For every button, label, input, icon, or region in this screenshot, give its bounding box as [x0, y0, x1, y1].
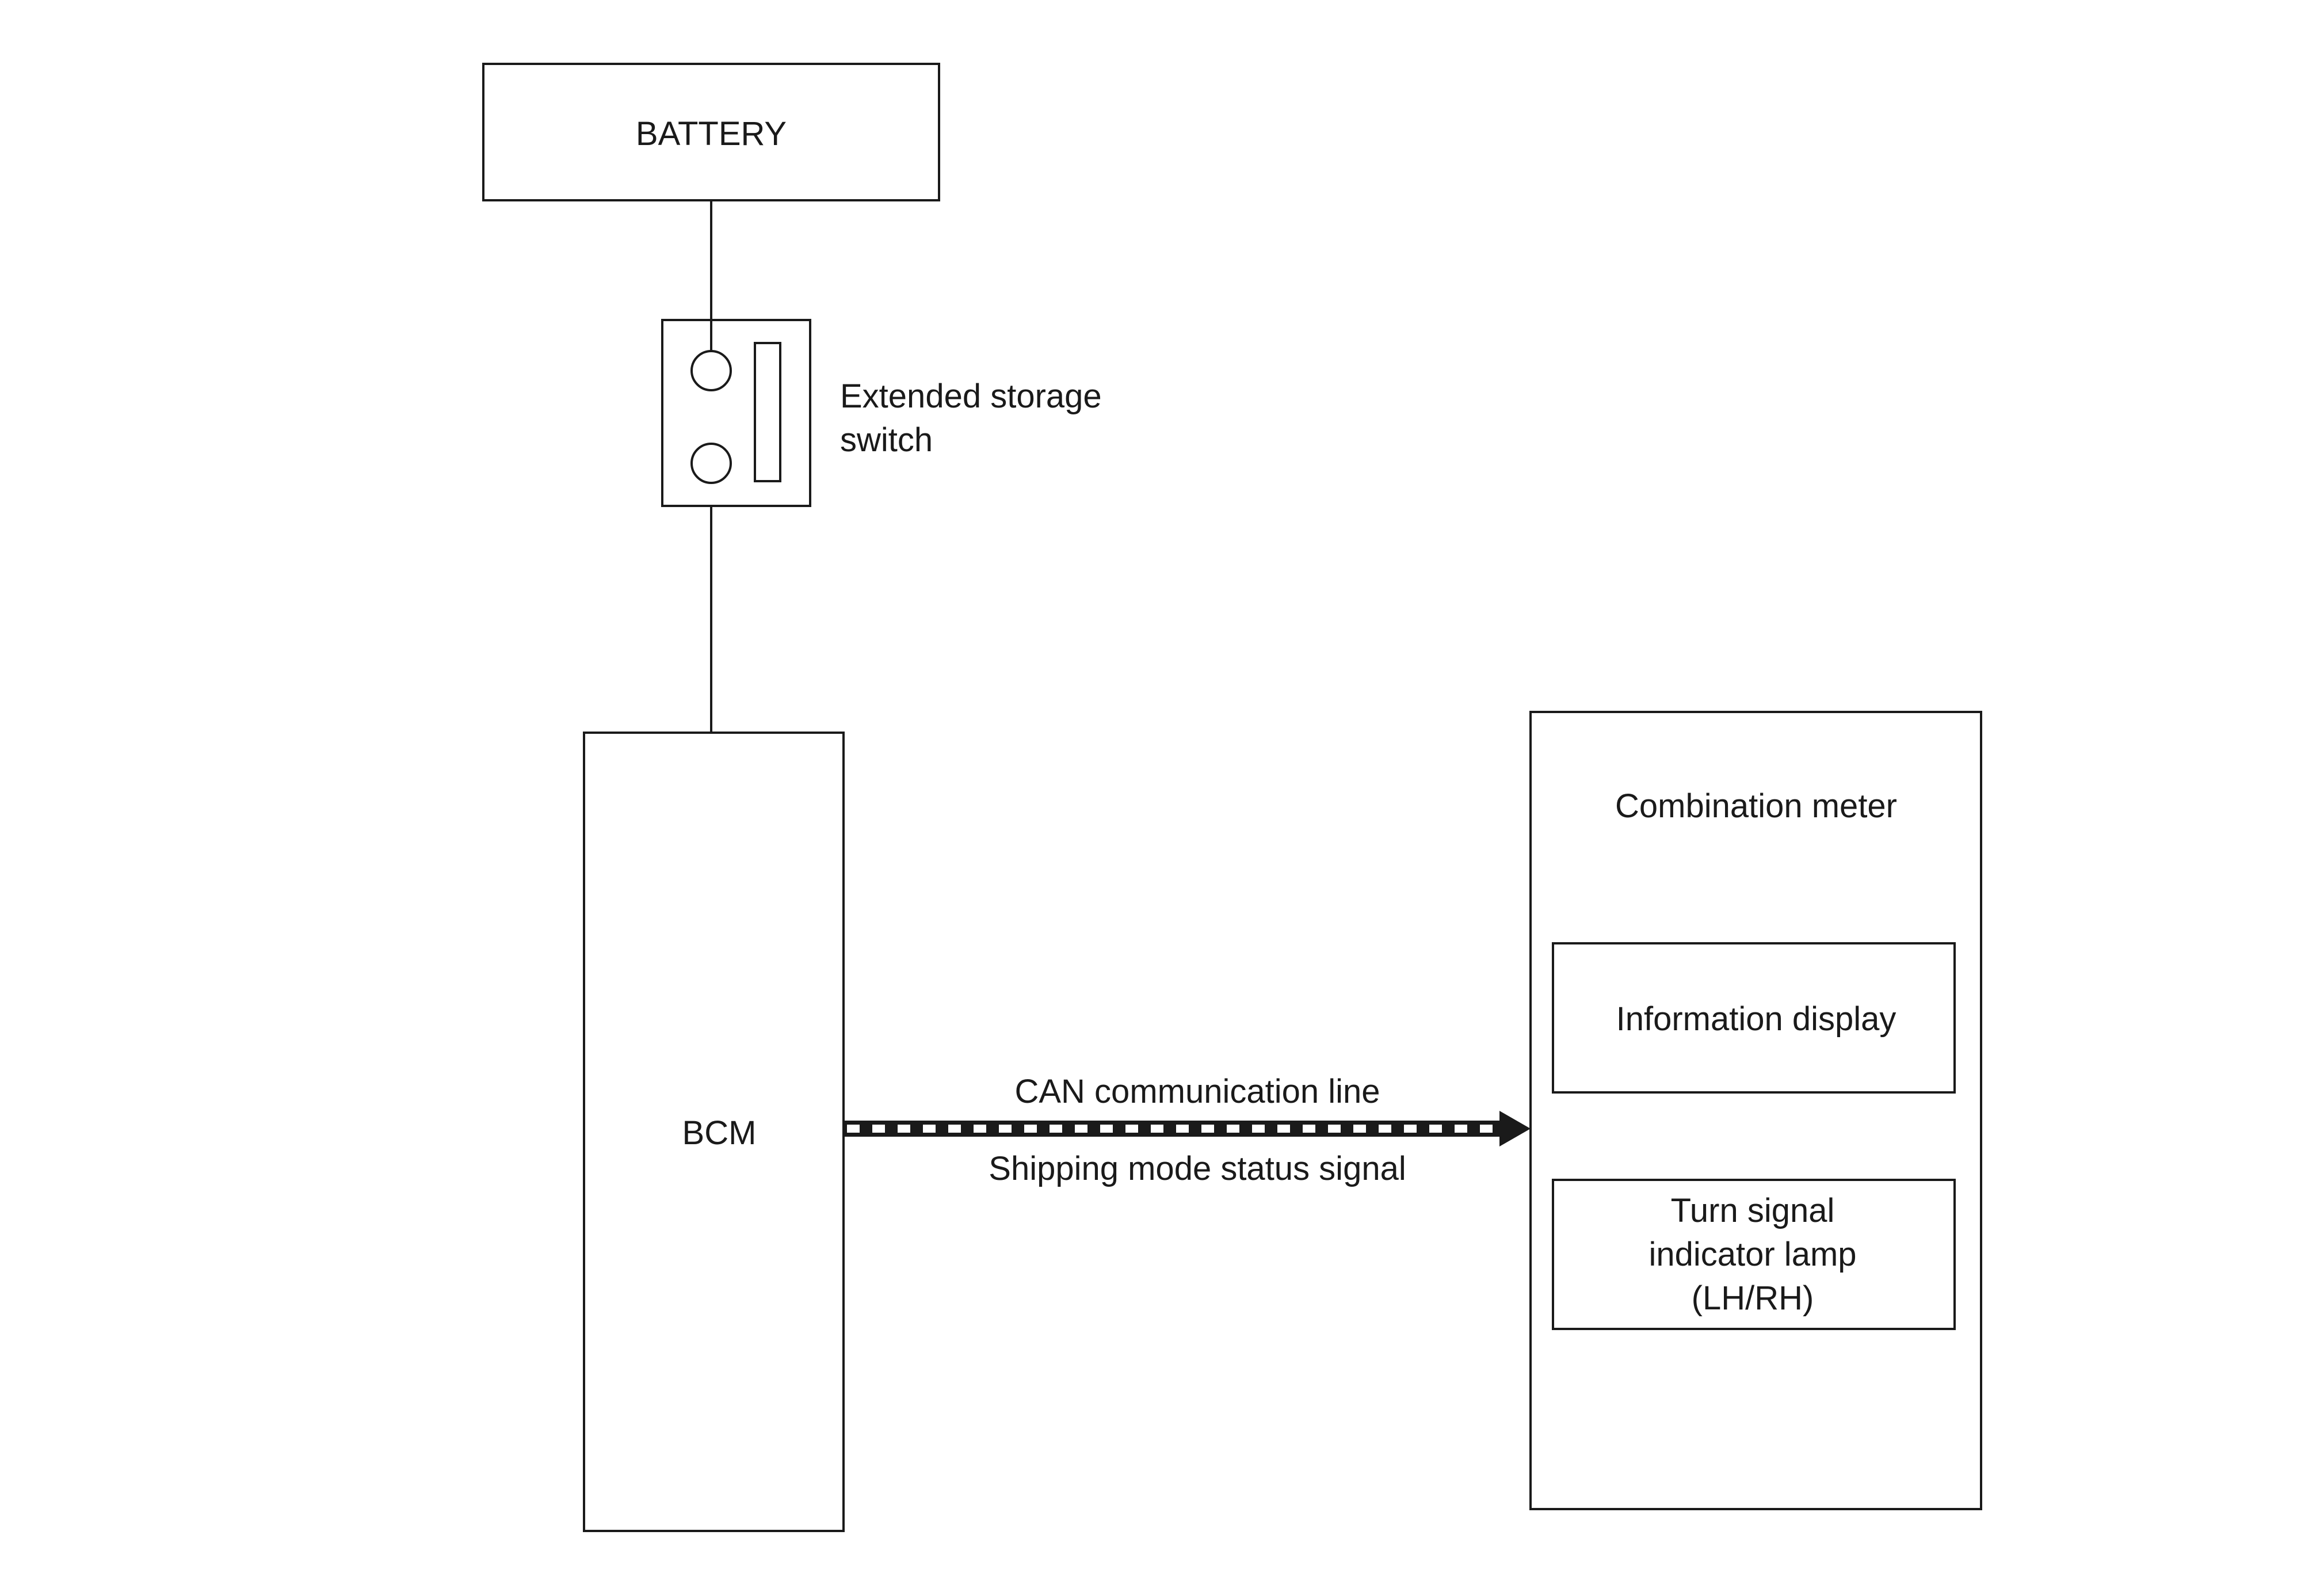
- bcm-label: BCM: [682, 1114, 757, 1152]
- switch-terminal-top: [690, 350, 732, 391]
- switch-housing: [661, 319, 811, 507]
- turn-signal-indicator-box: [1552, 1179, 1956, 1330]
- turn-signal-label-line1: Turn signal: [1671, 1192, 1835, 1229]
- switch-knob: [754, 342, 781, 482]
- switch-label-line2: switch: [840, 421, 933, 459]
- information-display-label: Information display: [1616, 1000, 1896, 1038]
- can-communication-line: [844, 1111, 1531, 1146]
- switch-label-line1: Extended storage: [840, 378, 1102, 415]
- information-display-box: [1552, 942, 1956, 1094]
- arrow-head-icon: [1499, 1111, 1531, 1146]
- turn-signal-label-line2: indicator lamp: [1648, 1236, 1856, 1273]
- signal-label: Shipping mode status signal: [989, 1150, 1406, 1187]
- turn-signal-label-line3: (LH/RH): [1692, 1279, 1814, 1317]
- combination-meter-box: [1529, 711, 1982, 1510]
- extended-storage-switch: [661, 319, 811, 507]
- combination-meter-label: Combination meter: [1615, 787, 1897, 825]
- can-line-label: CAN communication line: [1014, 1073, 1380, 1110]
- switch-terminal-bottom: [690, 443, 732, 484]
- battery-label: BATTERY: [636, 115, 787, 153]
- can-line-body: [844, 1121, 1502, 1137]
